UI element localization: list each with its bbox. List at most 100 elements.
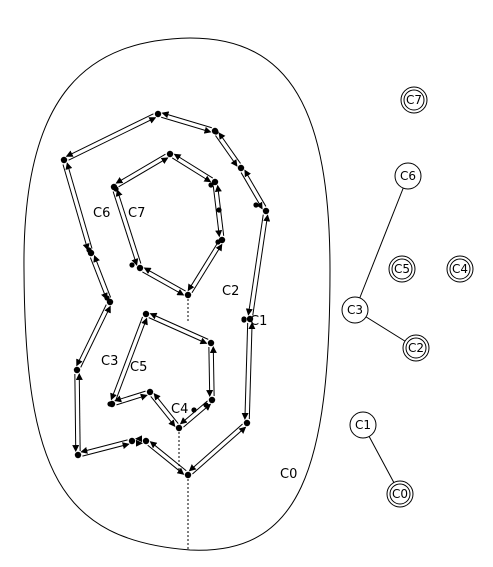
vertex-dot bbox=[184, 471, 192, 479]
vertex-dot bbox=[213, 129, 219, 135]
vertex-dot bbox=[175, 424, 183, 432]
tree-node-c6: C6 bbox=[394, 162, 422, 190]
inner-bottom-loop-arrow-back bbox=[116, 393, 148, 406]
outer-loop-arrow-forward bbox=[241, 322, 249, 420]
inner-bottom-loop-arrow-back bbox=[183, 403, 212, 428]
outer-loop-arrow-back bbox=[65, 113, 154, 157]
vertex-dot bbox=[208, 396, 216, 404]
inner-top-loop-arrow-back bbox=[142, 271, 185, 296]
outer-loop-arrow-forward bbox=[68, 117, 157, 161]
inner-bottom-loop-arrow-back bbox=[149, 312, 209, 340]
outer-loop-arrow-back bbox=[147, 444, 185, 475]
outer-loop-arrow-back bbox=[89, 257, 108, 300]
tree-node-label: C4 bbox=[452, 262, 468, 276]
vertex-dot bbox=[215, 239, 221, 245]
tree-node-c3: C3 bbox=[341, 296, 369, 324]
inner-top-loop-arrow-back bbox=[115, 153, 166, 184]
vertex-dot bbox=[211, 178, 219, 186]
inner-bottom-loop-arrow-forward bbox=[206, 347, 214, 398]
outer-loop-arrow-forward bbox=[80, 305, 111, 368]
inner-bottom-loop-arrow-forward bbox=[148, 317, 208, 345]
vertex-dot bbox=[107, 401, 113, 407]
tree-node-label: C3 bbox=[347, 303, 363, 317]
tree-node-c7: C7 bbox=[400, 86, 428, 114]
inner-bottom-loop-arrow-back bbox=[150, 396, 176, 428]
inner-top-loop-arrow-back bbox=[112, 191, 139, 266]
inner-top-loop-arrow-forward bbox=[118, 157, 169, 188]
vertex-dot bbox=[191, 407, 197, 413]
vertex-dot bbox=[166, 150, 174, 158]
tree-node-label: C2 bbox=[408, 341, 424, 355]
vertex-dots bbox=[60, 110, 270, 479]
tree-node-c0: C0 bbox=[386, 480, 414, 508]
inner-bottom-loop-arrow-back bbox=[209, 345, 217, 396]
tree-node-c1: C1 bbox=[349, 411, 377, 439]
inner-top-loop-arrow-forward bbox=[143, 267, 186, 292]
outer-loop-arrow-back bbox=[72, 374, 80, 453]
region-label-c2: C2 bbox=[222, 284, 239, 299]
outer-loop-arrow-forward bbox=[80, 439, 128, 454]
outer-loop-arrow-forward bbox=[188, 423, 243, 472]
inner-top-loop-arrow-forward bbox=[115, 189, 142, 264]
outer-loop-arrow-forward bbox=[65, 162, 93, 249]
vertex-dot bbox=[73, 366, 81, 374]
vertex-dot bbox=[146, 388, 154, 396]
vertex-dot bbox=[60, 156, 68, 164]
vertex-dot bbox=[184, 291, 192, 299]
vertex-dot bbox=[106, 298, 114, 306]
region-label-c3: C3 bbox=[101, 354, 118, 369]
region-label-c0: C0 bbox=[280, 467, 297, 482]
inner-top-loop-arrow-forward bbox=[187, 241, 219, 292]
outer-loop-arrow-forward bbox=[149, 441, 187, 472]
tree-node-c2: C2 bbox=[402, 334, 430, 362]
vertex-dot bbox=[142, 310, 150, 318]
inner-top-loop-arrow-back bbox=[173, 153, 214, 179]
vertex-dot bbox=[246, 315, 254, 323]
tree-node-label: C5 bbox=[394, 262, 410, 276]
outer-loop-arrow-forward bbox=[215, 135, 238, 167]
outer-loop-arrow-forward bbox=[245, 214, 264, 316]
vertex-dot bbox=[86, 247, 92, 253]
vertex-dot bbox=[216, 207, 222, 213]
vertex-dot bbox=[208, 182, 214, 188]
inner-bottom-loop-arrow-forward bbox=[153, 392, 179, 424]
outer-loop-arrow-back bbox=[76, 304, 107, 367]
region-label-c5: C5 bbox=[130, 360, 147, 375]
vertex-dot bbox=[136, 264, 144, 272]
arrow-paths bbox=[62, 111, 271, 475]
outer-loop-arrow-back bbox=[244, 169, 267, 207]
vertex-dot bbox=[243, 419, 251, 427]
outer-loop-arrow-back bbox=[161, 111, 212, 129]
inner-bottom-loop-arrow-forward bbox=[114, 390, 146, 403]
region-label-c7: C7 bbox=[128, 206, 145, 221]
inner-bottom-loop-arrow-back bbox=[110, 316, 143, 401]
outer-loop-arrow-forward bbox=[161, 116, 212, 134]
tree-node-label: C6 bbox=[400, 169, 416, 183]
outer-loop-arrow-back bbox=[192, 426, 247, 475]
outer-loop-arrow-back bbox=[252, 214, 271, 316]
inner-top-loop-arrow-back bbox=[191, 243, 223, 294]
tree-node-label: C7 bbox=[406, 93, 422, 107]
inner-bottom-loop-arrow-forward bbox=[115, 317, 148, 402]
inner-top-loop-arrow-forward bbox=[212, 186, 223, 238]
outer-contour bbox=[23, 37, 331, 551]
vertex-dot bbox=[74, 451, 82, 459]
vertex-dot bbox=[203, 402, 209, 408]
vertex-dot bbox=[129, 262, 135, 268]
region-label-c4: C4 bbox=[171, 402, 188, 417]
tree-node-label: C1 bbox=[355, 418, 371, 432]
vertex-dot bbox=[104, 295, 110, 301]
vertex-dot bbox=[253, 202, 259, 208]
vertex-dot bbox=[207, 339, 215, 347]
vertex-dot bbox=[113, 186, 119, 192]
outer-loop-arrow-forward bbox=[93, 255, 112, 298]
outer-loop-arrow-back bbox=[248, 322, 256, 420]
outer-loop-arrow-back bbox=[62, 164, 90, 251]
vertex-dot bbox=[142, 437, 150, 445]
vertex-dot bbox=[128, 437, 136, 445]
region-label-c1: C1 bbox=[250, 314, 267, 329]
tree-node-c4: C4 bbox=[446, 255, 474, 283]
tree-node-label: C0 bbox=[392, 487, 408, 501]
